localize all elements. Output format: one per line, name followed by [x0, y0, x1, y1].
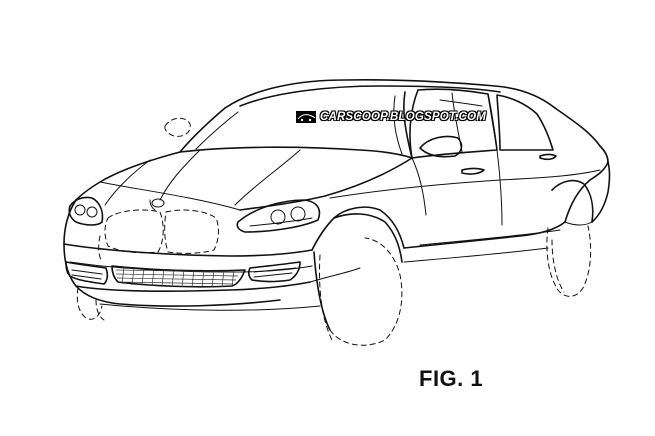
- hidden-wheels: [76, 235, 105, 321]
- roof-outline: [224, 79, 601, 147]
- lower-air-intake: [111, 265, 246, 288]
- kidney-grille: [104, 198, 219, 254]
- body-side: [309, 145, 609, 283]
- carscoop-logo-icon: [296, 111, 316, 123]
- watermark-text: CARSCOOP.BLOGSPOT.COM: [320, 111, 487, 123]
- rear-wheel: [546, 179, 594, 297]
- right-headlight: [236, 199, 321, 233]
- side-air-intakes: [65, 261, 301, 285]
- figure-label: FIG. 1: [419, 366, 484, 391]
- door-handles: [461, 153, 557, 175]
- left-headlight: [68, 196, 104, 226]
- front-wheel: [313, 213, 403, 346]
- windshield: [179, 91, 413, 159]
- hood: [75, 149, 413, 211]
- watermark: CARSCOOP.BLOGSPOT.COM: [296, 109, 486, 125]
- rear-body: [403, 161, 611, 263]
- side-mirror: [164, 117, 463, 158]
- ground-shadow: [99, 303, 321, 311]
